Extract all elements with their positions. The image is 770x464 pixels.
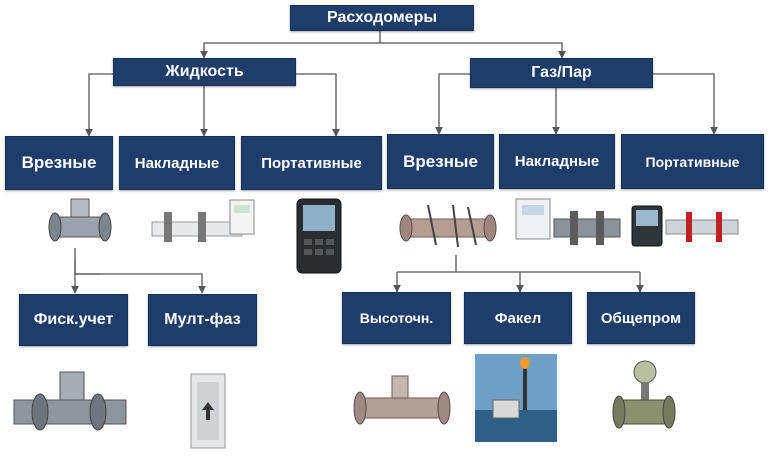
clamp-on-sensor-icon (151, 199, 255, 242)
high-precision-node: Высоточн. (342, 292, 451, 344)
fiscal-node: Фиск.учет (19, 294, 128, 346)
gas-clamp-on-node: Накладные (499, 134, 615, 189)
flare-node: Факел (464, 292, 572, 344)
liquid-clamp-on-node: Накладные (119, 136, 235, 190)
gas-insertion-node: Врезные (387, 134, 494, 189)
multiphase-node: Мулт-фаз (148, 294, 257, 346)
gas-node: Газ/Пар (470, 58, 653, 88)
gas-portable-node: Портативные (621, 134, 764, 189)
flowmeter-spool-icon (48, 198, 112, 242)
flare-stack-icon (475, 354, 557, 442)
liquid-node: Жидкость (113, 58, 296, 86)
gas-clamp-on-icon (515, 198, 621, 245)
multiphase-meter-icon (190, 373, 226, 449)
portable-pipe-kit-icon (631, 205, 739, 247)
gas-spool-meter-icon (399, 204, 497, 248)
high-precision-meter-icon (353, 375, 451, 425)
vortex-meter-icon (612, 360, 676, 429)
liquid-insertion-node: Врезные (5, 136, 113, 190)
fiscal-meter-icon (13, 371, 127, 431)
liquid-portable-node: Портативные (241, 136, 382, 190)
general-node: Общепром (587, 292, 695, 344)
root-node: Расходомеры (290, 5, 474, 31)
portable-meter-icon (296, 198, 342, 274)
